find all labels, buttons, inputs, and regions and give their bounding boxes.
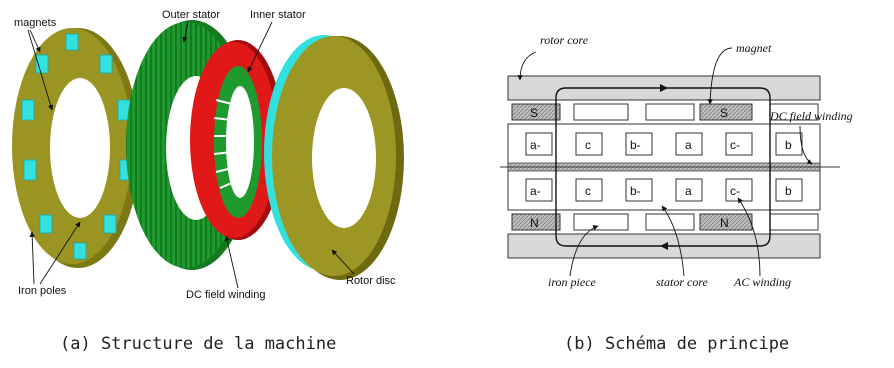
- pole-s-2: S: [720, 106, 728, 120]
- label-iron-poles: Iron poles: [18, 285, 67, 297]
- label-rotor: rotor core: [540, 33, 589, 47]
- magnet-s-2: [699, 103, 753, 121]
- label-rotor-disc: Rotor disc: [346, 275, 396, 287]
- slot-top-1: a-: [530, 138, 541, 152]
- label-stator-core: stator core: [656, 275, 709, 289]
- dc-winding-teeth: [213, 99, 235, 189]
- principle-schematic: a- c b- a c- b a- c b- a c- b S S N N ro…: [500, 33, 853, 289]
- slots-top: [525, 132, 803, 156]
- pole-s-1: S: [530, 106, 538, 120]
- label-outer-stator: Outer stator: [162, 9, 220, 21]
- pole-n-2: N: [720, 216, 729, 230]
- slot-bottom-3: b-: [630, 184, 641, 198]
- label-inner-stator: Inner stator: [250, 9, 306, 21]
- slot-bottom-1: a-: [530, 184, 541, 198]
- slot-bottom-2: c: [585, 184, 591, 198]
- label-iron-piece: iron piece: [548, 275, 597, 289]
- left-rotor-disc: [12, 28, 140, 268]
- caption-b: (b) Schéma de principe: [564, 334, 790, 354]
- label-magnets: magnets: [14, 17, 57, 29]
- magnet-n-2: [699, 213, 753, 231]
- slot-top-3: b-: [630, 138, 641, 152]
- right-rotor-disc: [264, 35, 404, 280]
- slots-bottom: [525, 178, 803, 202]
- slot-top-5: c-: [730, 138, 740, 152]
- slot-bottom-6: b: [785, 184, 792, 198]
- caption-a: (a) Structure de la machine: [60, 334, 337, 354]
- flux-path: [555, 87, 771, 247]
- slot-bottom-4: a: [685, 184, 692, 198]
- machine-structure-illustration: magnets Outer stator Inner stator Iron p…: [12, 9, 404, 301]
- slot-bottom-5: c-: [730, 184, 740, 198]
- slot-top-6: b: [785, 138, 792, 152]
- inner-stator: [190, 40, 284, 240]
- label-dc-field-winding-b: DC field winding: [769, 109, 853, 123]
- pole-n-1: N: [530, 216, 539, 230]
- magnet-s-1: [511, 103, 561, 121]
- label-magnet: magnet: [736, 41, 772, 55]
- magnet-n-1: [511, 213, 561, 231]
- slot-top-2: c: [585, 138, 591, 152]
- slot-top-4: a: [685, 138, 692, 152]
- label-dc-field-winding-a: DC field winding: [186, 289, 265, 301]
- label-ac-winding: AC winding: [733, 275, 791, 289]
